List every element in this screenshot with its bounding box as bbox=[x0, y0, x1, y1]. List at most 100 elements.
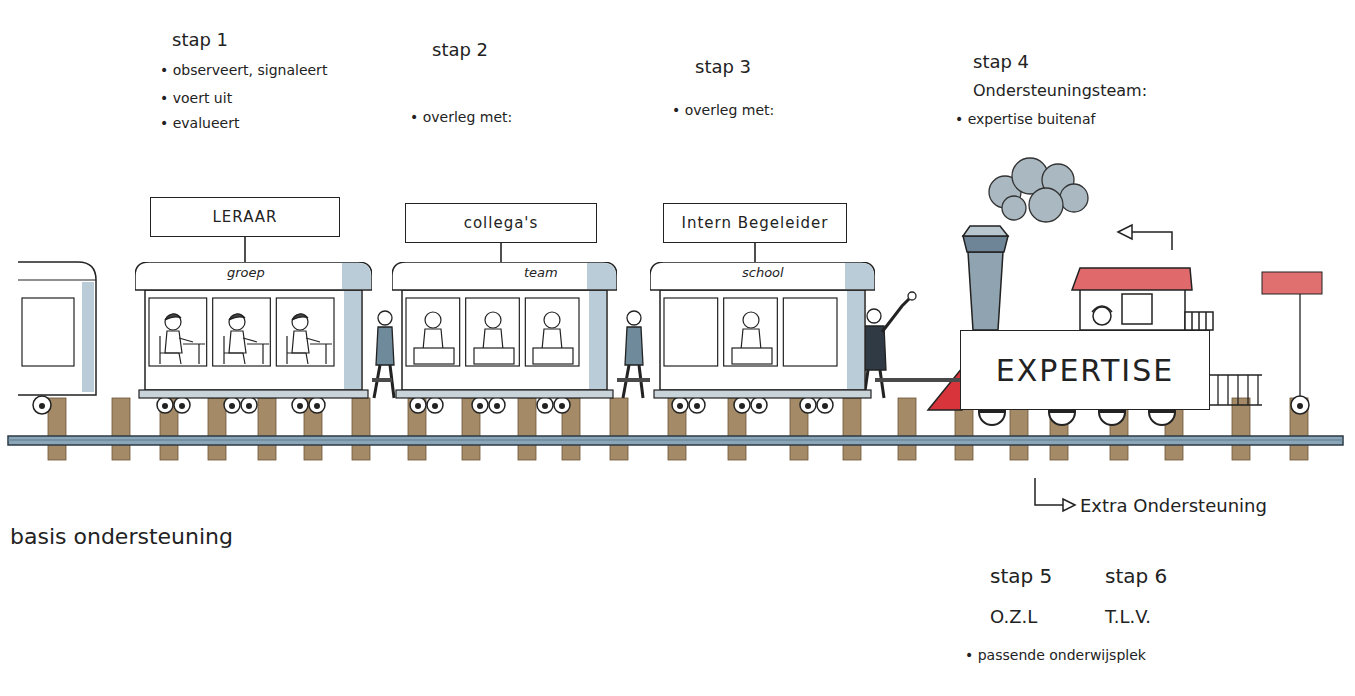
people-between-wagons bbox=[908, 292, 916, 300]
wagon-body bbox=[402, 290, 607, 390]
wagon-wheels bbox=[292, 397, 325, 413]
note-text: • passende onderwijsplek bbox=[965, 648, 1146, 663]
sleepers bbox=[898, 398, 916, 460]
train-wagon: team bbox=[392, 262, 617, 400]
extra-support-arrow bbox=[1063, 499, 1075, 511]
people-between-wagons bbox=[625, 327, 643, 365]
window-figures bbox=[732, 312, 772, 364]
note-text: • overleg met: bbox=[410, 110, 512, 125]
far-signal bbox=[1262, 272, 1322, 414]
partial-wagon bbox=[82, 282, 94, 392]
wagon-wheels bbox=[537, 397, 570, 413]
rear-railing bbox=[1210, 375, 1262, 405]
wagon-wheels bbox=[672, 397, 705, 413]
sleepers bbox=[352, 398, 370, 460]
far-signal bbox=[1262, 272, 1322, 294]
wagon-window bbox=[406, 298, 460, 366]
people-between-wagons bbox=[863, 326, 886, 370]
partial-wagon bbox=[33, 396, 51, 414]
wagon-coupling bbox=[372, 378, 392, 382]
window-figures bbox=[533, 312, 573, 364]
sign-pole bbox=[754, 243, 756, 262]
cow-catcher bbox=[928, 368, 962, 410]
rear-railing bbox=[1237, 375, 1238, 405]
rail bbox=[8, 436, 1343, 445]
wagon-roof bbox=[135, 262, 372, 290]
wagon-shade bbox=[344, 291, 361, 389]
wagon-outline bbox=[392, 262, 617, 400]
step-heading: basis ondersteuning bbox=[10, 525, 233, 549]
smoke-cloud bbox=[1002, 196, 1026, 220]
sleepers bbox=[112, 398, 130, 460]
cab bbox=[1205, 312, 1207, 330]
far-signal bbox=[1299, 294, 1300, 398]
locomotive-parts bbox=[928, 158, 1262, 425]
note-text: • expertise buitenaf bbox=[955, 112, 1096, 127]
sleepers bbox=[610, 398, 628, 460]
wagon-shade bbox=[847, 291, 864, 389]
smoke-cloud bbox=[1060, 184, 1088, 212]
step-heading: stap 5 bbox=[990, 565, 1052, 587]
people-between-wagons bbox=[867, 309, 881, 323]
sign-label: LERAAR bbox=[212, 208, 277, 226]
wagon-label: team bbox=[524, 265, 558, 280]
wagon-window bbox=[783, 298, 837, 366]
people-between-wagons bbox=[390, 365, 394, 398]
sleepers bbox=[258, 398, 276, 460]
note-text: • evalueert bbox=[160, 116, 239, 131]
direction-arrow bbox=[1118, 225, 1132, 239]
cab bbox=[1080, 288, 1185, 330]
partial-wagon bbox=[18, 262, 96, 395]
train-wagon: groep bbox=[135, 262, 372, 400]
step-heading: stap 3 bbox=[695, 57, 751, 77]
window-figures bbox=[160, 314, 205, 364]
step-heading: stap 6 bbox=[1105, 565, 1167, 587]
far-signal bbox=[1297, 403, 1303, 409]
wagon-frame bbox=[654, 390, 871, 398]
cab bbox=[1185, 312, 1213, 330]
wagon-wheels bbox=[157, 397, 190, 413]
direction-arrow bbox=[1118, 225, 1172, 250]
sleepers bbox=[843, 398, 861, 460]
roof-shade bbox=[342, 263, 371, 289]
cab bbox=[1072, 268, 1213, 330]
step-heading: T.L.V. bbox=[1105, 607, 1151, 627]
window-figures bbox=[474, 312, 514, 364]
sign-label: Intern Begeleider bbox=[682, 214, 829, 232]
roof-shade bbox=[587, 263, 616, 289]
wagon-frame bbox=[139, 390, 368, 398]
people-between-wagons bbox=[376, 327, 394, 365]
people-between-wagons bbox=[374, 365, 380, 398]
sign-board: collega's bbox=[405, 203, 597, 243]
wagon-body bbox=[145, 290, 362, 390]
sign-pole bbox=[500, 243, 502, 262]
sleepers bbox=[518, 398, 536, 460]
partial-wagon bbox=[39, 403, 45, 409]
rail bbox=[8, 440, 1343, 441]
people-between-wagons bbox=[623, 365, 629, 398]
sign-pole bbox=[244, 237, 246, 262]
window-figures bbox=[287, 314, 332, 364]
sign-label: collega's bbox=[464, 214, 539, 232]
wagon-roof bbox=[392, 262, 617, 290]
far-signal bbox=[1291, 396, 1309, 414]
wagon-coupling bbox=[875, 378, 960, 382]
wagon-frame bbox=[396, 390, 613, 398]
people-between-wagons bbox=[627, 311, 641, 325]
wagon-roof bbox=[650, 262, 875, 290]
wagon-label: groep bbox=[227, 265, 265, 280]
wagon-wheels bbox=[800, 397, 833, 413]
wagon-coupling bbox=[617, 378, 650, 382]
rear-railing bbox=[1210, 404, 1262, 405]
chimney bbox=[963, 226, 1008, 330]
partial-wagon bbox=[22, 298, 74, 366]
chimney bbox=[968, 252, 1003, 330]
cab bbox=[1122, 294, 1152, 324]
wagon-window bbox=[525, 298, 579, 366]
sleepers bbox=[208, 398, 226, 460]
sleepers bbox=[1232, 398, 1250, 460]
chimney bbox=[963, 236, 1008, 252]
wagon-wheels bbox=[410, 397, 443, 413]
wagon-wheels bbox=[472, 397, 505, 413]
note-text: Ondersteuningsteam: bbox=[973, 82, 1147, 100]
